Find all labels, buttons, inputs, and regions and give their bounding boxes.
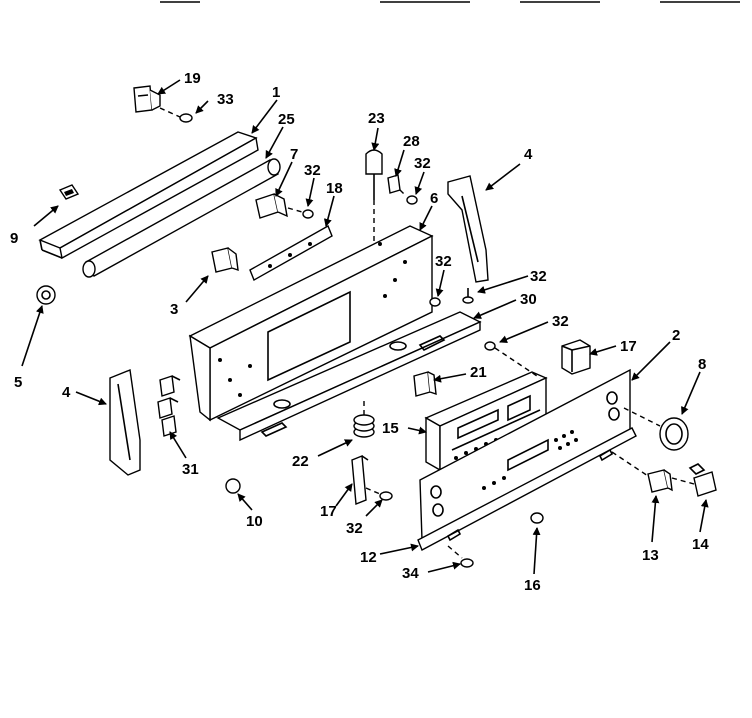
- callout-34: 34: [402, 565, 419, 582]
- part-32f-screw: [484, 341, 541, 379]
- callout-1: 1: [272, 84, 280, 101]
- part-32b-screw: [399, 189, 418, 205]
- part-17-lower-bracket: [351, 455, 369, 505]
- callout-21: 21: [470, 364, 487, 381]
- part-22-spring: [353, 398, 375, 438]
- callout-32-d: 32: [530, 268, 547, 285]
- callout-8: 8: [698, 356, 706, 373]
- callout-labels: 19 33 1 25 7 32 18 9 5 3 23 28 32 6 4 32…: [10, 70, 709, 594]
- callout-15: 15: [382, 420, 399, 437]
- part-32c-screw: [429, 297, 441, 307]
- callout-17-upper: 17: [620, 338, 637, 355]
- part-1-light-shield: [38, 131, 259, 260]
- callout-22: 22: [292, 453, 309, 470]
- callout-32-b: 32: [414, 155, 431, 172]
- callout-4-left: 4: [62, 384, 71, 401]
- part-15-control-board: [424, 371, 548, 472]
- part-17-upper-block: [561, 339, 591, 375]
- part-13-switch: [611, 451, 673, 493]
- callout-17-lower: 17: [320, 503, 337, 520]
- leader-lines: [21, 79, 709, 575]
- callout-10: 10: [246, 513, 263, 530]
- part-18-bracket: [249, 224, 333, 282]
- part-31-connectors: [157, 375, 181, 437]
- callout-14: 14: [692, 536, 709, 553]
- callout-23: 23: [368, 110, 385, 127]
- part-32d-screw: [462, 288, 474, 304]
- callout-2: 2: [672, 327, 680, 344]
- callout-25: 25: [278, 111, 295, 128]
- callout-12: 12: [360, 549, 377, 566]
- part-6-frame: [188, 225, 434, 422]
- callout-28: 28: [403, 133, 420, 150]
- callout-9: 9: [10, 230, 18, 247]
- callout-32-a: 32: [304, 162, 321, 179]
- callout-16: 16: [524, 577, 541, 594]
- callout-6: 6: [430, 190, 438, 207]
- callout-4-right: 4: [524, 146, 533, 163]
- callout-18: 18: [326, 180, 343, 197]
- callout-32-f: 32: [552, 313, 569, 330]
- callout-5: 5: [14, 374, 22, 391]
- callout-7: 7: [290, 146, 298, 163]
- part-32a-screw: [287, 207, 314, 219]
- callout-19: 19: [184, 70, 201, 87]
- part-2-front-panel: [419, 368, 631, 542]
- part-4-right-endcap: [447, 175, 489, 283]
- callout-32-c: 32: [435, 253, 452, 270]
- callout-13: 13: [642, 547, 659, 564]
- part-7-ballast: [255, 193, 288, 219]
- callout-32-e: 32: [346, 520, 363, 537]
- part-25-lamp: [82, 158, 281, 278]
- callout-31: 31: [182, 461, 199, 478]
- part-10-insert: [225, 478, 241, 494]
- part-30-tray: [216, 311, 482, 442]
- callout-3: 3: [170, 301, 178, 318]
- part-28-clip: [387, 174, 401, 194]
- part-3-switch: [211, 247, 239, 273]
- part-4-left-endcap: [109, 369, 141, 476]
- callout-33: 33: [217, 91, 234, 108]
- part-21-bracket: [413, 371, 437, 397]
- part-23-sensor: [365, 149, 383, 242]
- part-19-switch: [133, 85, 161, 113]
- part-34-screw: [447, 545, 474, 568]
- callout-30: 30: [520, 291, 537, 308]
- part-16-button: [530, 512, 544, 524]
- part-14-terminal: [671, 463, 717, 497]
- part-32e-screw: [365, 487, 393, 501]
- part-33-screw: [159, 107, 193, 123]
- part-12-trim: [417, 427, 637, 551]
- part-9-clip: [58, 184, 80, 200]
- part-5-lamp-holder: [36, 285, 56, 305]
- part-8-knob: [623, 407, 689, 451]
